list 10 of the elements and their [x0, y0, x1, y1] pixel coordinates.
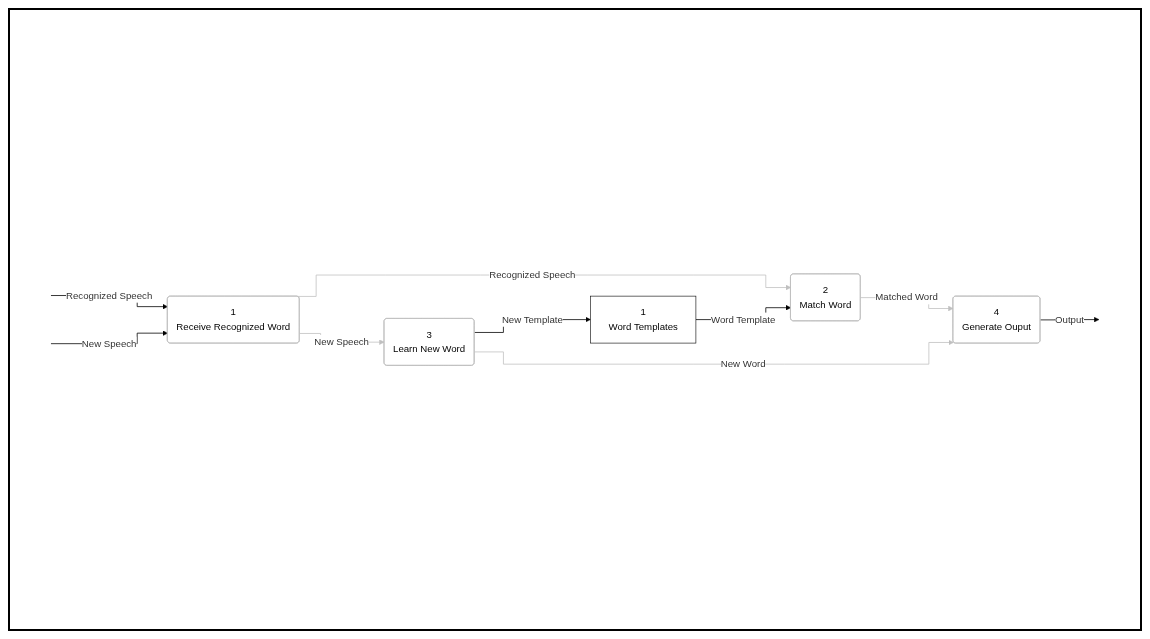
edge-label: New Speech	[314, 336, 369, 347]
edge-label: New Template	[501, 314, 563, 325]
edge-label: Word Template	[710, 314, 776, 325]
edge-label: New Word	[720, 358, 766, 369]
edge-label: New Speech	[81, 338, 137, 349]
edge-label: Recognized Speech	[489, 269, 576, 280]
edge-label: Output	[1055, 314, 1084, 325]
edge-label: Recognized Speech	[66, 289, 153, 301]
node-box: 1 Word Templates	[590, 295, 697, 344]
edge-label: Matched Word	[875, 291, 938, 303]
